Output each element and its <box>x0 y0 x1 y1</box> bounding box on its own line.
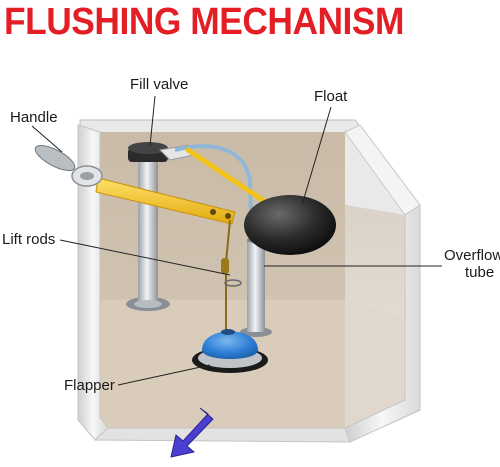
label-handle: Handle <box>10 109 58 126</box>
label-lift-rods: Lift rods <box>2 231 55 248</box>
label-fill-valve: Fill valve <box>130 76 188 93</box>
label-flapper: Flapper <box>64 377 115 394</box>
float-ball <box>244 195 336 255</box>
label-overflow-tube-line1: Overflow <box>444 247 500 264</box>
label-overflow-tube: Overflow tube <box>444 247 500 281</box>
label-overflow-tube-line2: tube <box>465 264 494 281</box>
diagram-title: FLUSHING MECHANISM <box>4 0 404 44</box>
label-float: Float <box>314 88 347 105</box>
